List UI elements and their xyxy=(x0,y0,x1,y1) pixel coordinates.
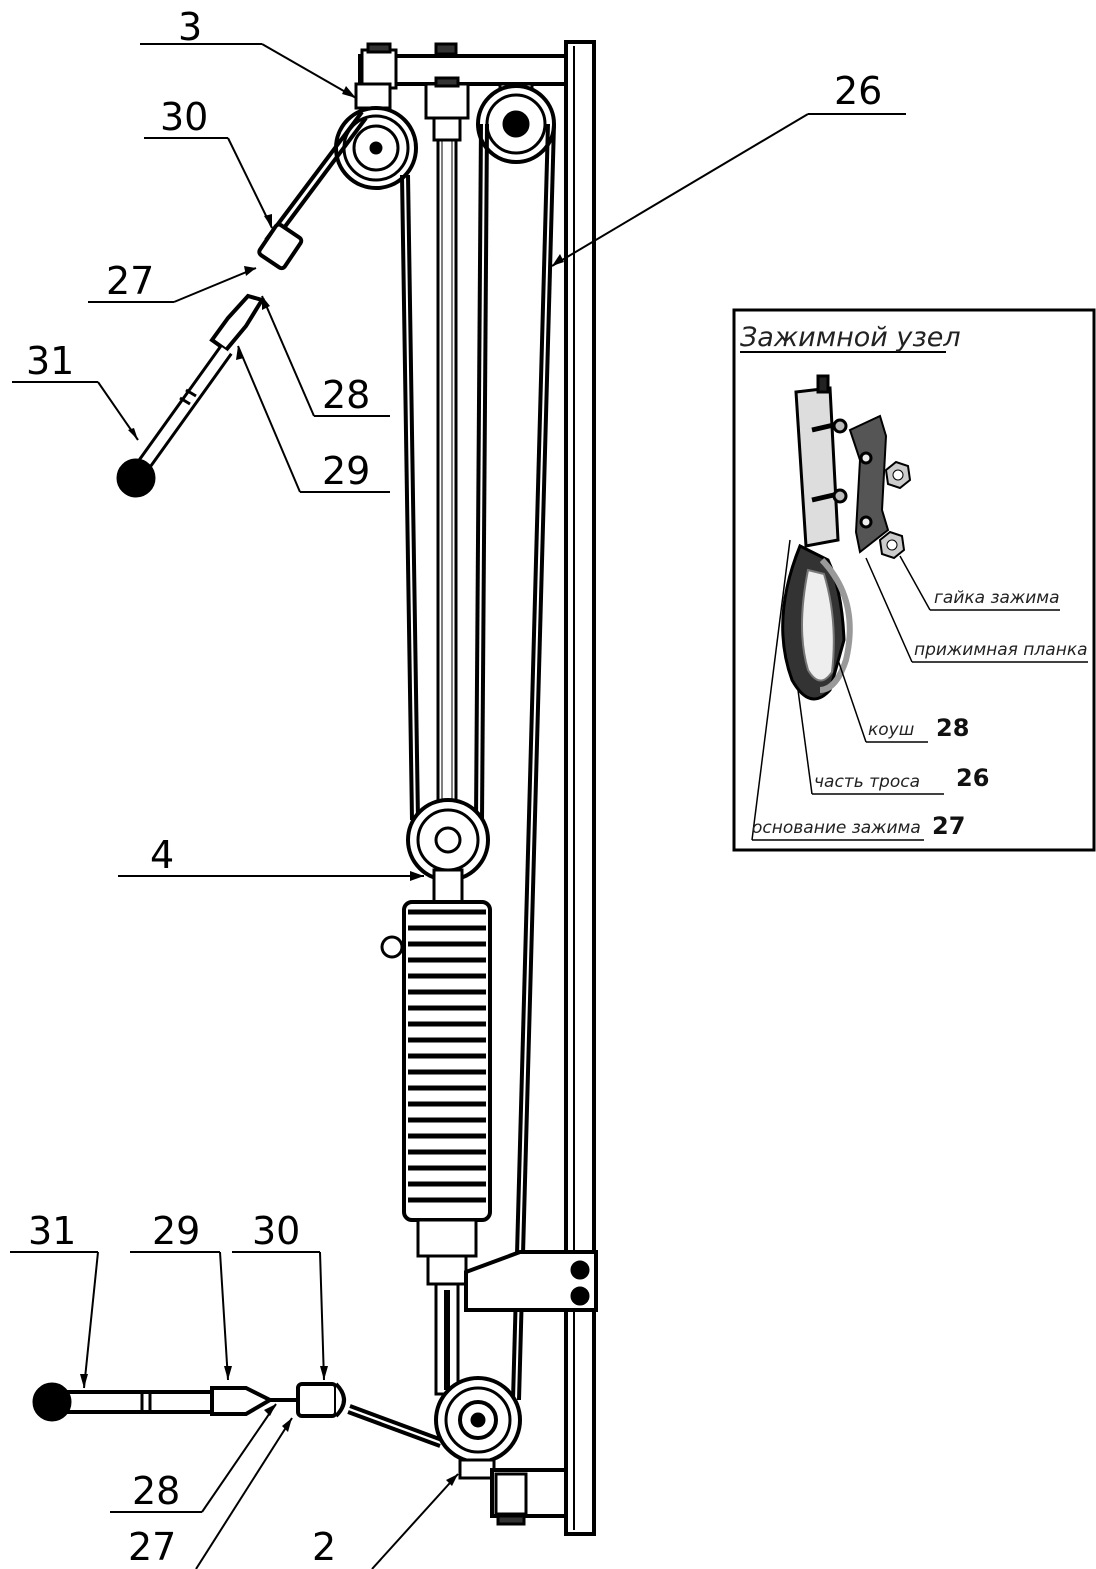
handle-bottom xyxy=(32,1382,346,1422)
callout-27-top: 27 xyxy=(106,259,155,303)
inset-label-nut: гайка зажима xyxy=(934,588,1060,608)
inset-label-base-number: 27 xyxy=(932,812,966,840)
callout-26: 26 xyxy=(834,69,883,113)
leader-arrowheads xyxy=(80,86,564,1486)
callout-31-top: 31 xyxy=(26,339,75,383)
callout-30-bottom: 30 xyxy=(252,1209,301,1253)
callout-31-bottom: 31 xyxy=(28,1209,77,1253)
callout-3: 3 xyxy=(178,5,203,49)
inset-clamp-unit xyxy=(732,308,1096,852)
inset-label-cable-number: 26 xyxy=(956,764,990,792)
handle-top xyxy=(116,222,304,498)
pulley-bottom xyxy=(434,1376,568,1526)
callout-28-bottom: 28 xyxy=(132,1469,181,1513)
cable xyxy=(264,110,556,1448)
callout-4: 4 xyxy=(150,833,175,877)
callout-29-top: 29 xyxy=(322,449,371,493)
callout-29-bottom: 29 xyxy=(152,1209,201,1253)
pulley-middle xyxy=(406,798,490,906)
inset-label-thimble: коуш xyxy=(868,720,915,740)
inset-title: Зажимной узел xyxy=(740,322,961,353)
inset-label-cable: часть троса xyxy=(814,772,920,792)
leader-lines xyxy=(10,43,906,1569)
guide-rod xyxy=(432,116,462,830)
callout-30-top: 30 xyxy=(160,95,209,139)
pulley-top-right xyxy=(476,82,556,164)
weight-stack xyxy=(380,900,492,1396)
lower-bracket xyxy=(464,1250,598,1312)
callout-2: 2 xyxy=(312,1525,337,1569)
callout-27-bottom: 27 xyxy=(128,1525,177,1569)
callout-28-top: 28 xyxy=(322,373,371,417)
inset-label-base: основание зажима xyxy=(752,818,921,838)
pulley-top-left xyxy=(334,82,418,190)
inset-label-plate: прижимная планка xyxy=(914,640,1088,660)
inset-label-thimble-number: 28 xyxy=(936,714,970,742)
